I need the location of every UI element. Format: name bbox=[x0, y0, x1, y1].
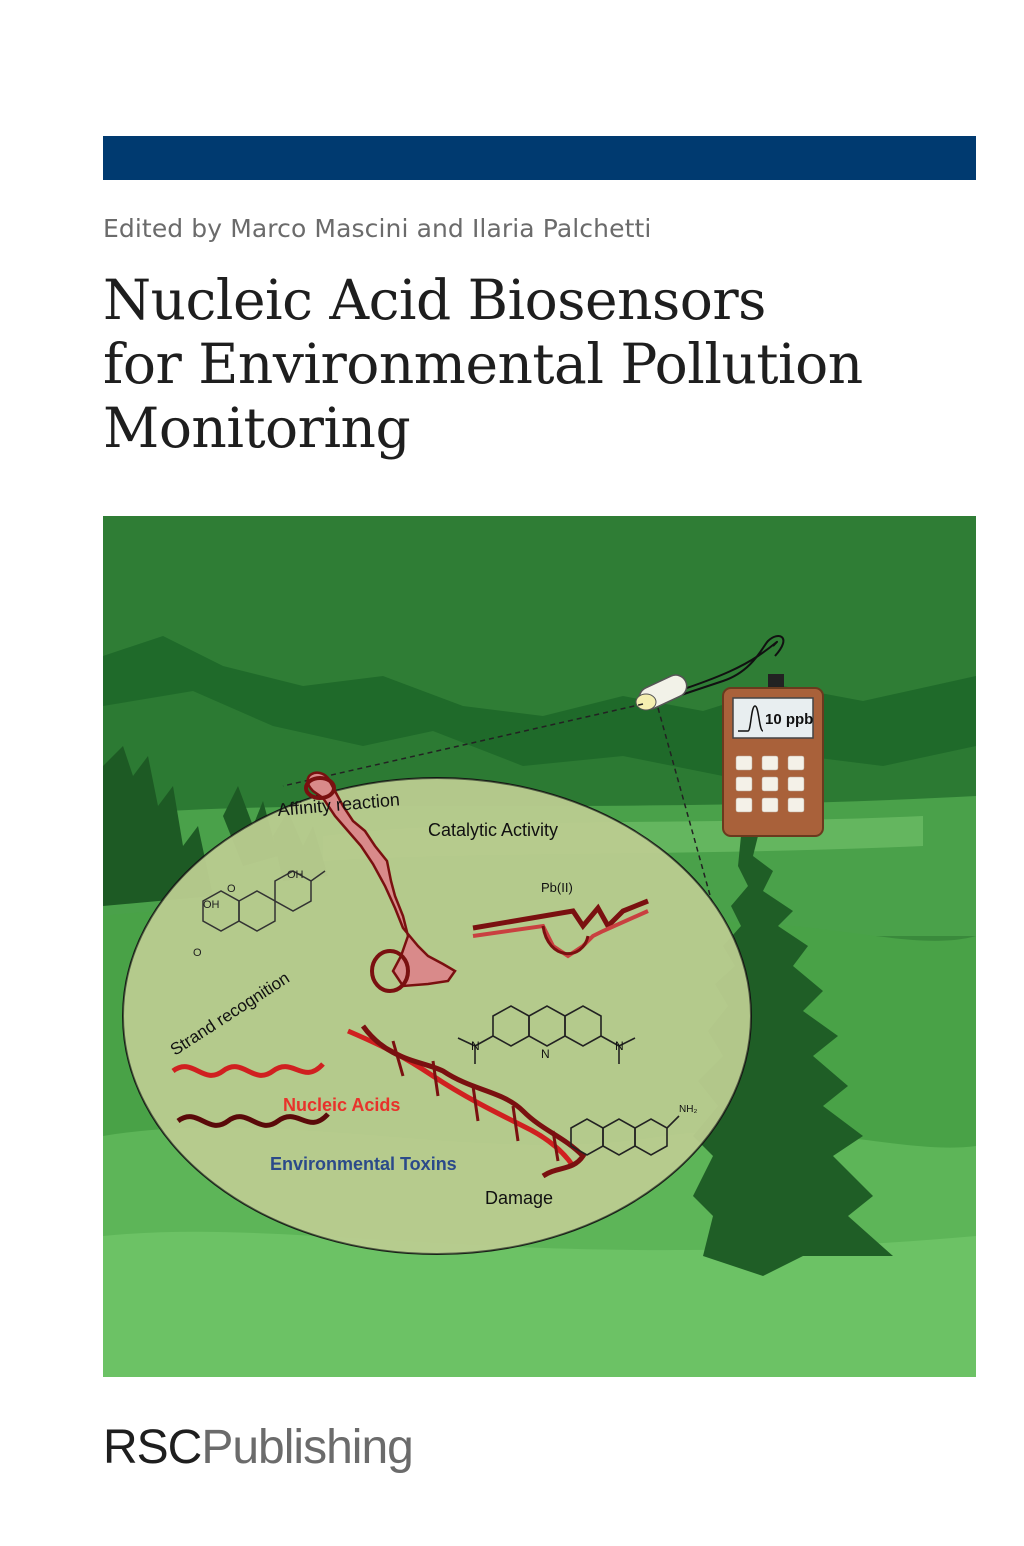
publisher-publishing: Publishing bbox=[201, 1421, 413, 1474]
strand-red bbox=[171, 1062, 325, 1078]
book-title: Nucleic Acid Biosensors for Environmenta… bbox=[103, 268, 963, 460]
editors-line: Edited by Marco Mascini and Ilaria Palch… bbox=[103, 214, 652, 243]
cover-illustration: 10 ppb bbox=[103, 516, 976, 1377]
label-pb: Pb(II) bbox=[541, 880, 573, 895]
label-oh-1: OH bbox=[203, 899, 220, 911]
handheld-meter: 10 ppb bbox=[722, 674, 824, 837]
label-o-2: O bbox=[193, 947, 202, 959]
label-catalytic-activity: Catalytic Activity bbox=[428, 820, 558, 840]
dna-helix bbox=[347, 1024, 587, 1179]
publisher-rsc: RSC bbox=[103, 1421, 202, 1474]
aptamer-hairpin bbox=[306, 771, 457, 988]
label-n-2: N bbox=[541, 1047, 550, 1061]
flavonoid-molecule bbox=[202, 870, 326, 932]
sensor-probe bbox=[635, 674, 688, 711]
title-line-2: for Environmental Pollution bbox=[103, 332, 863, 396]
publisher-logo: RSCPublishing bbox=[103, 1420, 414, 1475]
title-line-1: Nucleic Acid Biosensors bbox=[103, 268, 766, 332]
dnazyme-strand bbox=[472, 898, 649, 931]
aminoanthracene-molecule bbox=[570, 1115, 680, 1156]
magnified-ellipse bbox=[122, 777, 752, 1255]
label-oh-2: OH bbox=[287, 869, 304, 881]
label-damage: Damage bbox=[485, 1188, 553, 1208]
top-color-bar bbox=[103, 136, 976, 180]
label-nucleic-acids: Nucleic Acids bbox=[283, 1095, 400, 1115]
right-tree bbox=[693, 816, 893, 1276]
meter-readout: 10 ppb bbox=[765, 711, 813, 728]
label-environmental-toxins: Environmental Toxins bbox=[270, 1154, 457, 1174]
label-o-1: O bbox=[227, 883, 236, 895]
acridine-molecule bbox=[457, 1005, 636, 1064]
title-line-3: Monitoring bbox=[103, 396, 411, 460]
label-n-1: N bbox=[471, 1039, 480, 1053]
label-n-3: N bbox=[615, 1039, 624, 1053]
strand-dark bbox=[176, 1112, 330, 1128]
label-nh2: NH₂ bbox=[679, 1104, 697, 1115]
